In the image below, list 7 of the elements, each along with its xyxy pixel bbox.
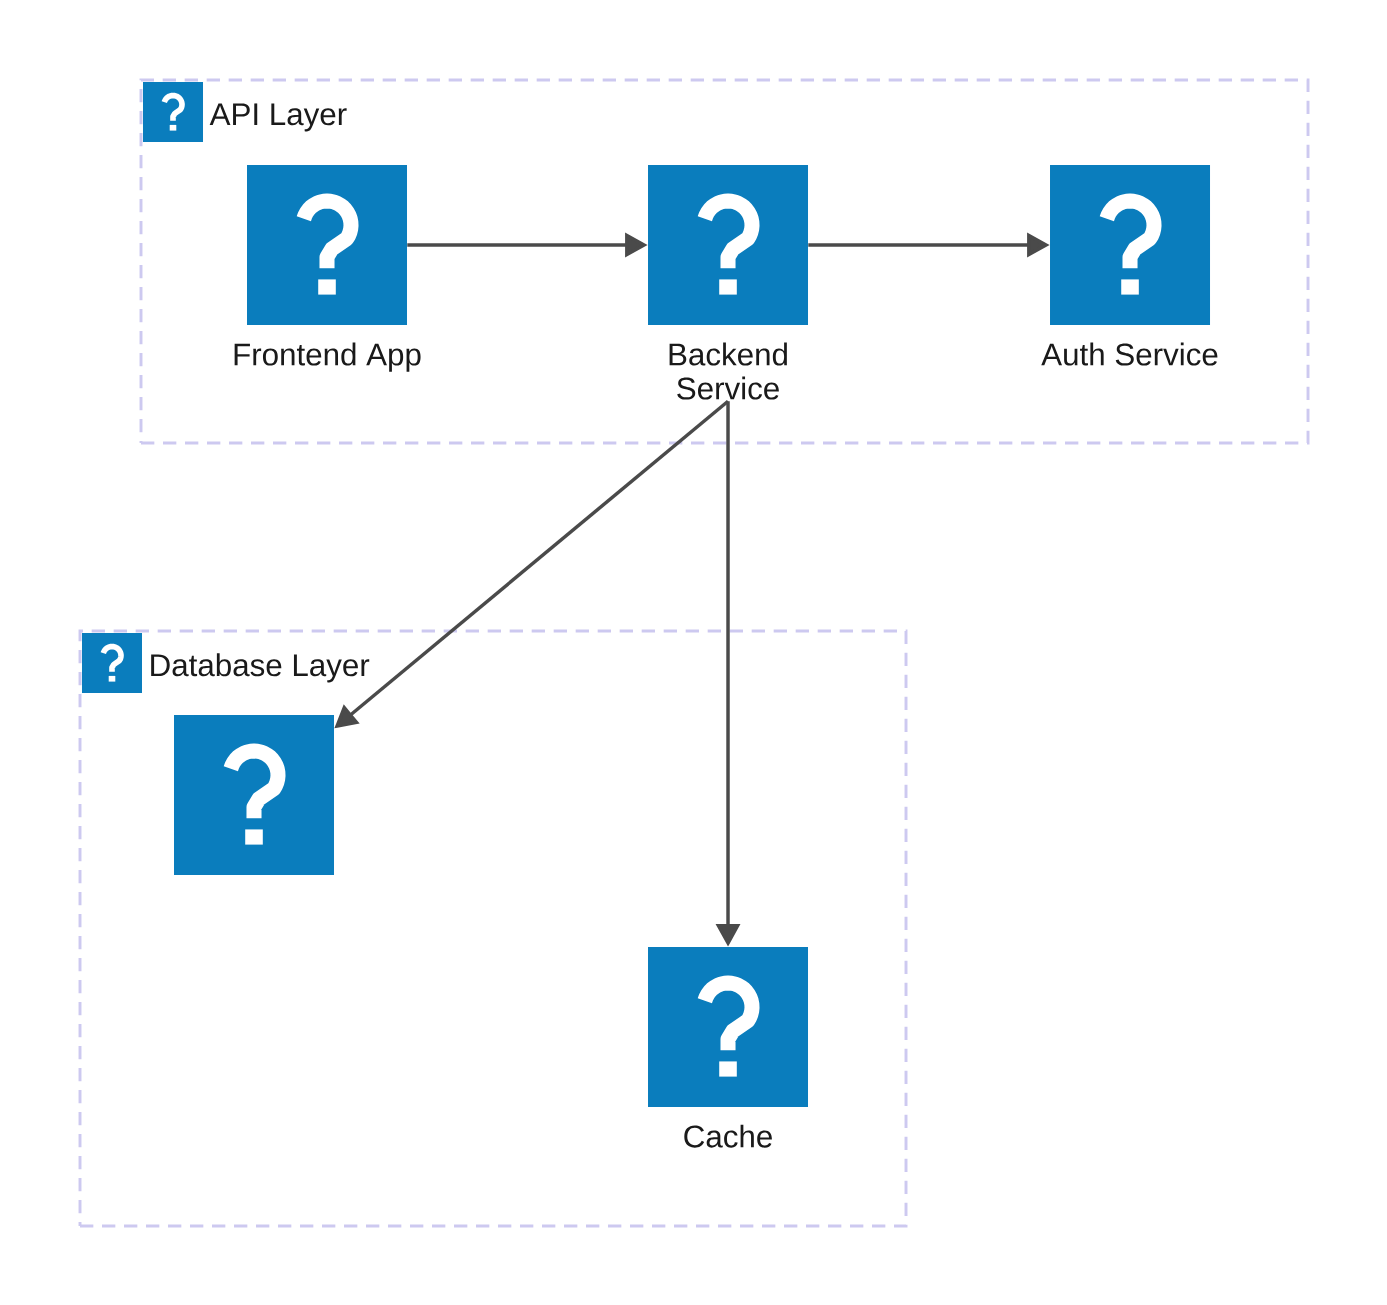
group-label: Database Layer <box>151 653 370 683</box>
icon-label: Auth Service <box>1041 342 1218 366</box>
question-icon <box>174 715 334 875</box>
icon-label: Frontend App <box>234 342 421 372</box>
icon-label: Backend Service <box>669 342 787 400</box>
icon-label: Cache <box>684 1124 772 1148</box>
group-label: API Layer <box>209 103 347 132</box>
